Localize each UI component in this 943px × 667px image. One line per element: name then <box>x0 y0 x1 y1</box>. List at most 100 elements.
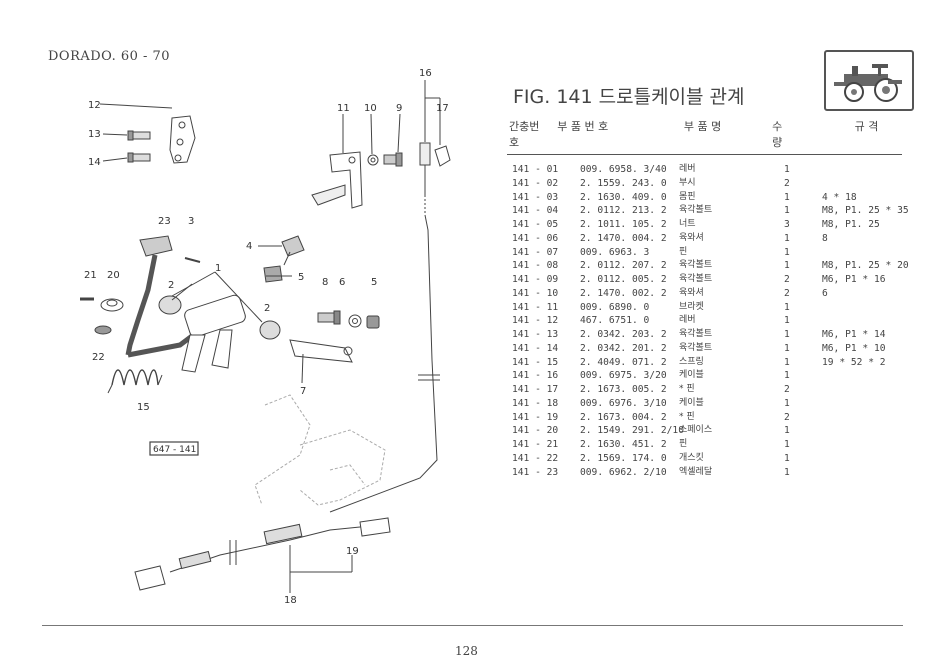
cell-part-number: 009. 6975. 3/20 <box>580 370 667 382</box>
cell-quantity: 2 <box>784 384 790 395</box>
cell-part-number: 2. 1549. 291. 2/10 <box>580 425 684 437</box>
tractor-thumbnail <box>824 50 914 111</box>
header-index: 간충번호 <box>509 120 540 149</box>
cell-spec <box>822 466 902 480</box>
figure-title: FIG. 141 드로틀케이블 관계 <box>513 86 745 108</box>
cell-part-name: 엑셀레달 <box>679 466 713 477</box>
cell-part-number: 2. 1630. 409. 0 <box>580 191 667 203</box>
cell-part-name: 육와셔 <box>679 232 704 243</box>
cell-part-name: 육각볼트 <box>679 274 713 284</box>
cell-part-number: 2. 1559. 243. 0 <box>580 177 667 189</box>
header-spec: 규 격 <box>854 120 879 133</box>
cell-part-number: 2. 0342. 203. 2 <box>580 329 667 340</box>
cell-spec: M8, P1. 25 * 20 <box>822 260 909 272</box>
cell-quantity: 1 <box>784 191 790 203</box>
cell-part-name: 레버 <box>679 164 696 174</box>
cell-index: 141 - 02 <box>512 177 559 189</box>
cell-quantity: 1 <box>784 301 790 313</box>
cell-quantity: 1 <box>784 370 790 382</box>
cell-quantity: 1 <box>784 205 790 217</box>
cell-index: 141 - 22 <box>512 452 559 464</box>
cell-part-number: 2. 1673. 005. 2 <box>580 384 667 395</box>
cell-index: 141 - 18 <box>512 397 559 409</box>
header-part-number: 부 품 번 호 <box>557 120 609 133</box>
callout-16: 16 <box>419 68 432 79</box>
cell-part-name: 육각볼트 <box>679 260 713 271</box>
callout-7: 7 <box>300 386 306 397</box>
cell-part-name: 육각볼트 <box>679 342 713 353</box>
cell-part-name: 개스킷 <box>679 452 704 463</box>
footer-divider <box>42 625 903 626</box>
header-quantity: 수 량 <box>772 120 783 149</box>
cell-index: 141 - 11 <box>512 301 559 313</box>
cell-index: 141 - 14 <box>512 342 559 354</box>
cell-index: 141 - 16 <box>512 370 559 382</box>
cell-index: 141 - 07 <box>512 246 559 258</box>
callout-2b: 2 <box>264 303 270 314</box>
cell-spec <box>822 246 902 260</box>
cell-quantity: 1 <box>784 232 790 244</box>
cell-spec: M6, P1 * 16 <box>822 274 886 285</box>
cell-spec: M8, P1. 25 * 35 <box>822 205 909 217</box>
callout-2: 2 <box>168 280 174 291</box>
cell-part-number: 2. 1569. 174. 0 <box>580 452 667 464</box>
cell-part-number: 009. 6962. 2/10 <box>580 466 667 478</box>
callout-8: 8 <box>322 277 328 288</box>
callout-17: 17 <box>436 103 449 114</box>
callout-6: 6 <box>339 277 345 288</box>
callout-4: 4 <box>246 241 252 252</box>
cell-quantity: 1 <box>784 342 790 354</box>
cell-part-name: * 핀 <box>679 411 695 422</box>
cell-quantity: 1 <box>784 466 790 478</box>
cell-quantity: 1 <box>784 397 790 409</box>
figure-ref-box <box>149 441 199 456</box>
cell-spec <box>822 177 902 191</box>
cell-part-number: 2. 1630. 451. 2 <box>580 439 667 450</box>
cell-part-name: 케이블 <box>679 370 704 381</box>
callout-5b: 5 <box>371 277 377 288</box>
cell-spec <box>822 438 902 452</box>
cell-part-name: 스페이스 <box>679 425 713 436</box>
callout-21: 21 <box>84 270 97 281</box>
callout-13: 13 <box>88 129 101 140</box>
cell-quantity: 1 <box>784 164 790 175</box>
callout-19: 19 <box>346 546 359 557</box>
callout-23: 23 <box>158 216 171 227</box>
cell-part-name: 부시 <box>679 177 696 188</box>
cell-spec: M6, P1 * 10 <box>822 342 886 354</box>
cell-part-name: 스프링 <box>679 356 704 367</box>
cell-spec: 8 <box>822 232 828 244</box>
cell-spec <box>822 314 902 328</box>
tractor-icon <box>834 64 902 102</box>
cell-quantity: 2 <box>784 287 790 299</box>
cell-quantity: 1 <box>784 260 790 272</box>
cell-part-number: 2. 0342. 201. 2 <box>580 342 667 354</box>
cell-spec: M8, P1. 25 <box>822 219 880 230</box>
callout-20: 20 <box>107 270 120 281</box>
cell-index: 141 - 20 <box>512 425 559 437</box>
cell-index: 141 - 03 <box>512 191 559 203</box>
callout-15: 15 <box>137 402 150 413</box>
cell-part-number: 009. 6890. 0 <box>580 301 650 313</box>
cell-index: 141 - 09 <box>512 274 559 285</box>
cell-part-number: 2. 0112. 207. 2 <box>580 260 667 272</box>
cell-part-name: 육각볼트 <box>679 329 713 339</box>
header-part-name: 부 품 명 <box>683 120 722 133</box>
parts-table-header: 간충번호 부 품 번 호 부 품 명 수 량 규 격 <box>507 118 902 155</box>
cell-part-name: 너트 <box>679 219 696 229</box>
cell-part-number: 2. 4049. 071. 2 <box>580 356 667 368</box>
cell-part-number: 467. 6751. 0 <box>580 315 650 327</box>
cell-spec <box>822 452 902 466</box>
